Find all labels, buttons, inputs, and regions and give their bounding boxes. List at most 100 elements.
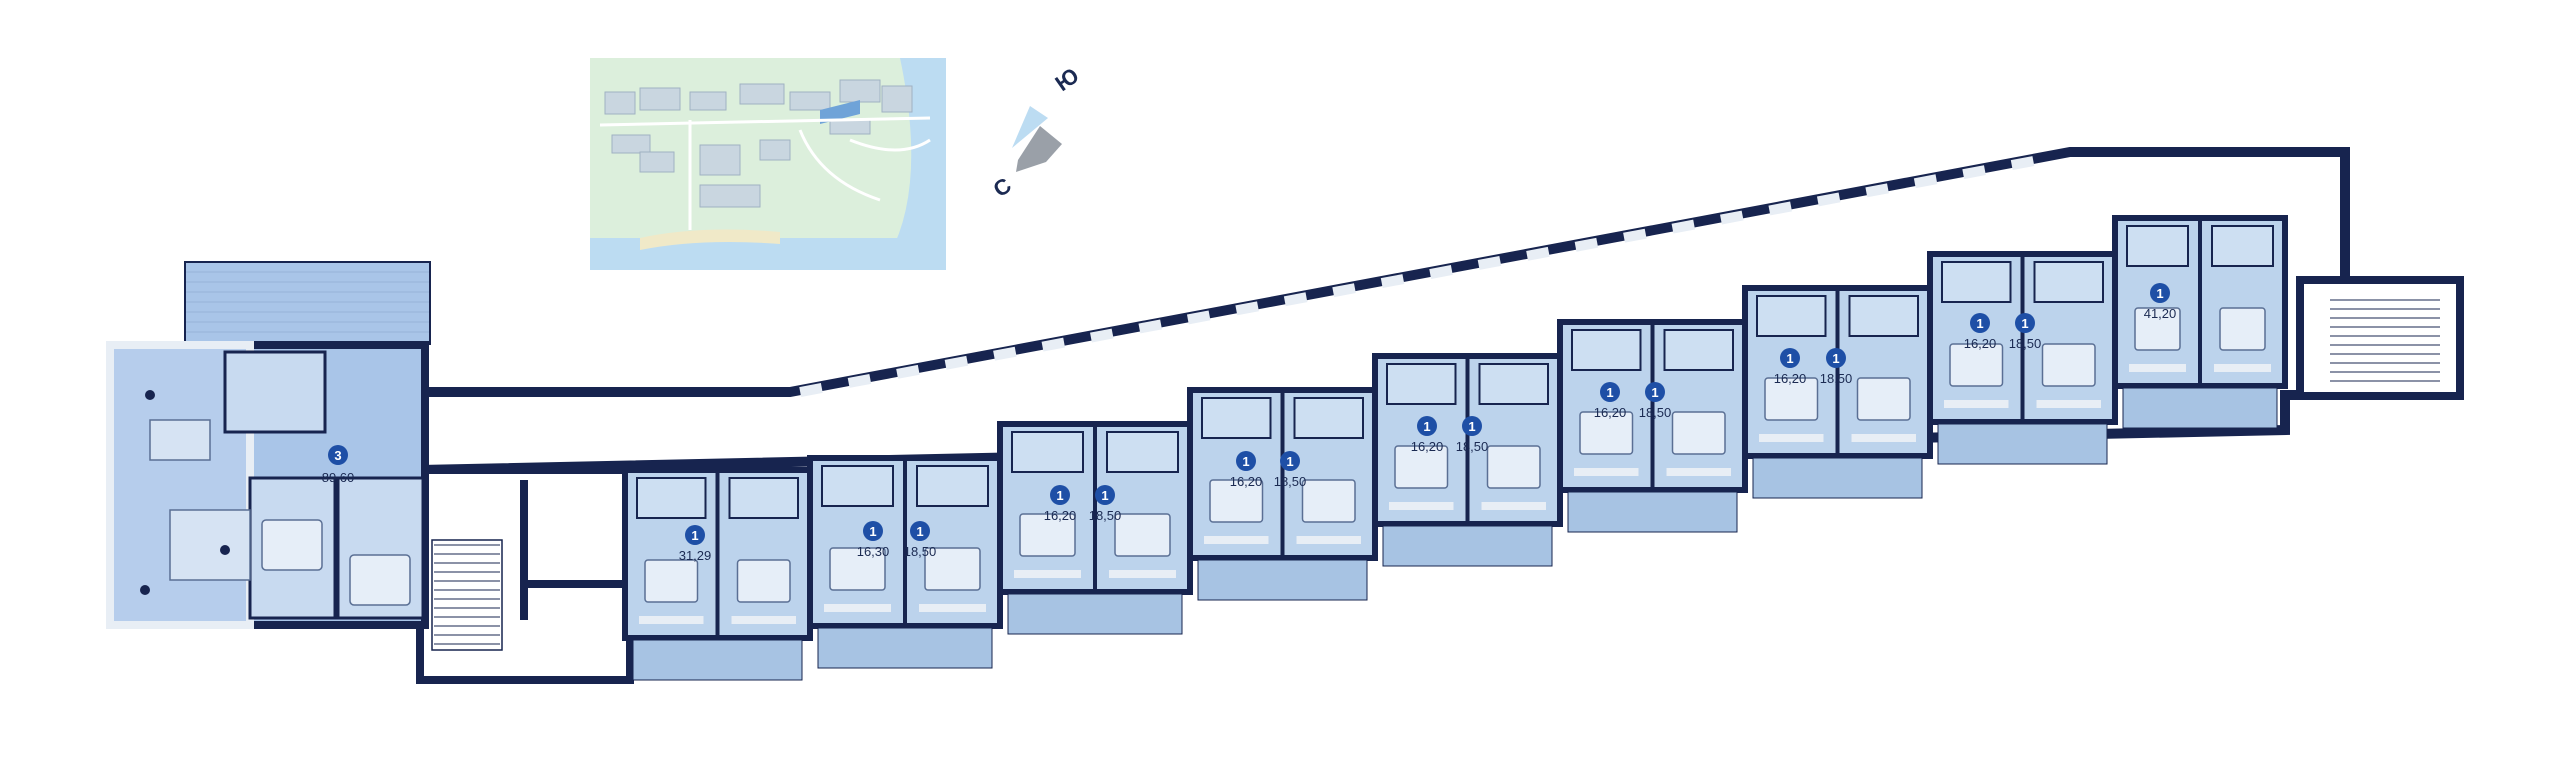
apartment-label[interactable]: 3 89,60 <box>322 441 355 485</box>
window <box>1477 255 1502 270</box>
bathroom <box>2211 225 2274 267</box>
window <box>1235 301 1259 316</box>
window <box>919 604 986 612</box>
apartment-area: 18,50 <box>2009 336 2042 351</box>
apartment-area: 89,60 <box>322 470 355 485</box>
room-badge <box>1050 485 1070 505</box>
apartment-unit[interactable] <box>997 421 1193 635</box>
apartment-label[interactable]: 1 18,50 <box>1639 382 1672 420</box>
room-badge <box>863 521 883 541</box>
apartment-label[interactable]: 1 16,20 <box>1411 416 1444 454</box>
apartment-unit[interactable] <box>1927 251 2118 465</box>
apartment-unit[interactable] <box>1557 319 1748 533</box>
apartment-unit[interactable] <box>807 455 1003 669</box>
room-badge <box>2015 313 2035 333</box>
location-minimap <box>590 58 946 270</box>
window <box>1944 400 2009 408</box>
bed-icon <box>1114 513 1171 557</box>
window <box>639 616 704 624</box>
apartment-unit[interactable] <box>1742 285 1933 499</box>
bathroom <box>636 477 707 519</box>
window <box>2214 364 2271 372</box>
window <box>731 616 796 624</box>
apartment-label[interactable]: 1 16,20 <box>1594 382 1627 420</box>
apartment-area: 41,20 <box>2144 306 2177 321</box>
column-icon <box>140 585 150 595</box>
room-count: 1 <box>869 524 876 539</box>
window <box>896 364 920 379</box>
window <box>1666 468 1731 476</box>
window <box>2036 400 2101 408</box>
apartment-label[interactable]: 1 16,20 <box>1044 485 1077 523</box>
bed-icon <box>2134 307 2181 351</box>
apartment-label[interactable]: 1 16,20 <box>1230 451 1263 489</box>
apartment-label[interactable]: 1 41,20 <box>2144 283 2177 321</box>
bed-icon <box>2041 343 2096 387</box>
bed-icon <box>1671 411 1726 455</box>
unit-terrace <box>1752 457 1923 499</box>
bed-icon <box>1856 377 1911 421</box>
apartment-label[interactable]: 1 18,50 <box>904 521 937 559</box>
apartment-label[interactable]: 1 18,50 <box>1820 348 1853 386</box>
core-wall-2 <box>528 580 628 588</box>
apartment-label[interactable]: 1 31,29 <box>679 525 712 563</box>
apartment-unit[interactable] <box>1187 387 1378 601</box>
window <box>1768 201 1792 216</box>
apartment-unit[interactable] <box>1372 353 1563 567</box>
apartment-area: 18,50 <box>1639 405 1672 420</box>
room-count: 1 <box>1101 488 1108 503</box>
apartment-area: 16,20 <box>1044 508 1077 523</box>
apartment-label[interactable]: 1 18,50 <box>2009 313 2042 351</box>
window <box>1574 468 1639 476</box>
apartment-unit[interactable] <box>622 467 813 681</box>
apartment-area: 16,20 <box>1964 336 1997 351</box>
apartment-units <box>622 215 2288 681</box>
minimap-beach <box>640 229 780 250</box>
dining-table-icon <box>149 419 211 461</box>
core-wall <box>520 480 528 620</box>
bed-icon <box>924 547 981 591</box>
bed-icon <box>349 554 411 606</box>
bed-icon <box>1019 513 1076 557</box>
bathroom <box>1478 363 1549 405</box>
apartment-label[interactable]: 1 16,20 <box>1964 313 1997 351</box>
bathroom <box>223 350 327 434</box>
window <box>1429 265 1453 279</box>
window <box>2010 156 2035 171</box>
window <box>1759 434 1824 442</box>
window <box>993 346 1017 361</box>
room-count: 3 <box>334 448 341 463</box>
apartment-label[interactable]: 1 18,50 <box>1456 416 1489 454</box>
north-windows <box>799 156 2035 397</box>
room-badge <box>328 445 348 465</box>
window <box>1962 165 1986 180</box>
room-count: 1 <box>2156 286 2163 301</box>
bed-icon <box>1209 479 1264 523</box>
room-badge <box>1826 348 1846 368</box>
apartment-label[interactable]: 1 18,50 <box>1089 485 1122 523</box>
apartment-area: 16,30 <box>857 544 890 559</box>
apartment-area: 18,50 <box>904 544 937 559</box>
window <box>1720 210 1744 225</box>
window <box>2129 364 2186 372</box>
room-count: 1 <box>916 524 923 539</box>
window <box>1481 502 1546 510</box>
apartment-label[interactable]: 1 16,20 <box>1774 348 1807 386</box>
apartment-label[interactable]: 1 16,30 <box>857 521 890 559</box>
column-icon <box>145 390 155 400</box>
apartment-label[interactable]: 1 18,50 <box>1274 451 1307 489</box>
room-badge <box>1600 382 1620 402</box>
room-count: 1 <box>1242 454 1249 469</box>
unit-terrace <box>1007 593 1183 635</box>
bathroom <box>1756 295 1827 337</box>
window <box>1332 283 1356 298</box>
compass-north-label: С <box>989 172 1016 202</box>
window <box>1389 502 1454 510</box>
apartment-3-room[interactable] <box>106 261 431 629</box>
apartment-area: 18,50 <box>1274 474 1307 489</box>
stairs-steps <box>434 544 500 645</box>
apartment-unit[interactable] <box>2112 215 2288 429</box>
apartment-area: 16,20 <box>1774 371 1807 386</box>
room-badge <box>2150 283 2170 303</box>
apartment-area: 31,29 <box>679 548 712 563</box>
